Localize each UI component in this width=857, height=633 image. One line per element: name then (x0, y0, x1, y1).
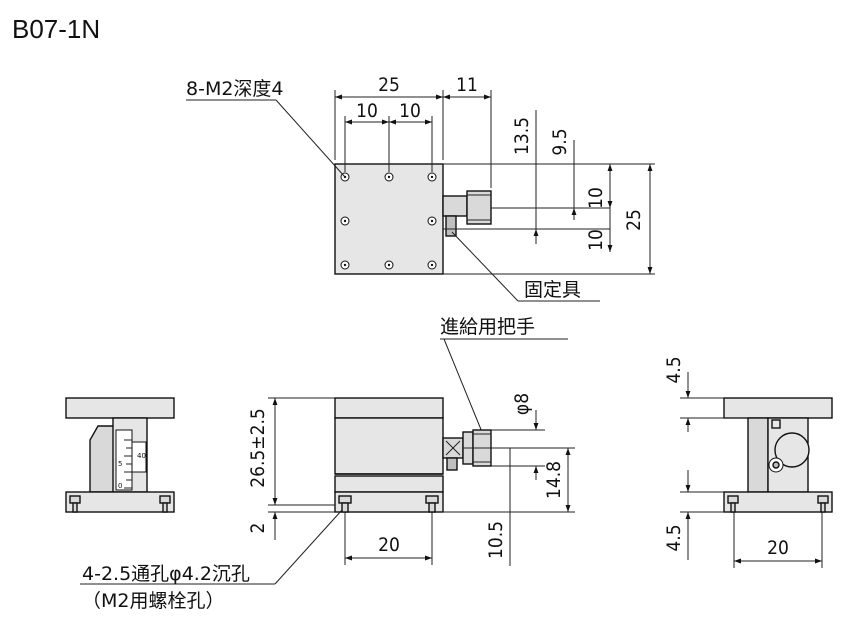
front-view: 26.5±2.5 2 20 φ8 14.8 10.5 4-2.5通孔φ4.2沉孔… (80, 393, 575, 612)
label-feed-knob: 進給用把手 (440, 316, 535, 338)
left-side-view: 40 5 0 (65, 397, 175, 513)
right-top-plate (723, 397, 833, 419)
dim-front-height: 26.5±2.5 (247, 408, 269, 488)
dim-knob-base: 10.5 (485, 521, 507, 559)
tapped-holes (340, 172, 437, 270)
left-top-plate (65, 397, 175, 419)
dim-top-width: 25 (378, 74, 400, 96)
dim-top-right-25: 25 (623, 209, 645, 231)
dim-top-knob-y1: 13.5 (511, 117, 533, 155)
left-body (89, 425, 115, 493)
scale-mark-5: 5 (118, 460, 122, 468)
right-base (723, 491, 833, 513)
front-top-plate (334, 397, 444, 419)
dim-side-bottom: 4.5 (663, 524, 685, 551)
dim-top-right-10a: 10 (585, 187, 607, 209)
label-clamp: 固定具 (524, 279, 581, 301)
dim-knob-height: 14.8 (543, 461, 565, 499)
dim-top-pitch-left: 10 (356, 100, 378, 122)
top-clamp (445, 215, 457, 237)
dim-top-right-10b: 10 (585, 229, 607, 251)
right-knob (774, 432, 810, 468)
front-slide (334, 475, 444, 493)
dim-front-base: 2 (247, 523, 269, 534)
dim-top-knob-y2: 9.5 (549, 128, 571, 155)
top-knob (466, 190, 492, 225)
front-body (334, 417, 444, 475)
label-through-hole-1: 4-2.5通孔φ4.2沉孔 (82, 563, 250, 585)
front-base (334, 491, 444, 513)
top-knob-shaft (442, 195, 468, 217)
left-base (65, 491, 175, 513)
top-table-plate (334, 163, 444, 275)
dim-top-knob-offset: 11 (456, 74, 478, 96)
right-side-view: 4.5 4.5 20 (663, 356, 833, 568)
dim-side-width: 20 (767, 537, 789, 559)
dim-front-width: 20 (378, 534, 400, 556)
label-through-hole-2: （M2用螺栓孔） (82, 590, 224, 612)
scale-mark-40: 40 (137, 452, 146, 460)
scale-mark-0: 0 (118, 482, 122, 490)
dim-knob-dia: φ8 (511, 393, 533, 415)
label-tap-holes: 8-M2深度4 (186, 78, 284, 100)
drawing-title: B07-1N (12, 14, 100, 44)
dim-top-pitch-right: 10 (399, 100, 421, 122)
top-view: 25 11 10 10 8-M2深度4 13.5 9.5 10 10 2 (186, 74, 655, 302)
dim-side-top: 4.5 (663, 356, 685, 383)
right-body (747, 417, 769, 493)
